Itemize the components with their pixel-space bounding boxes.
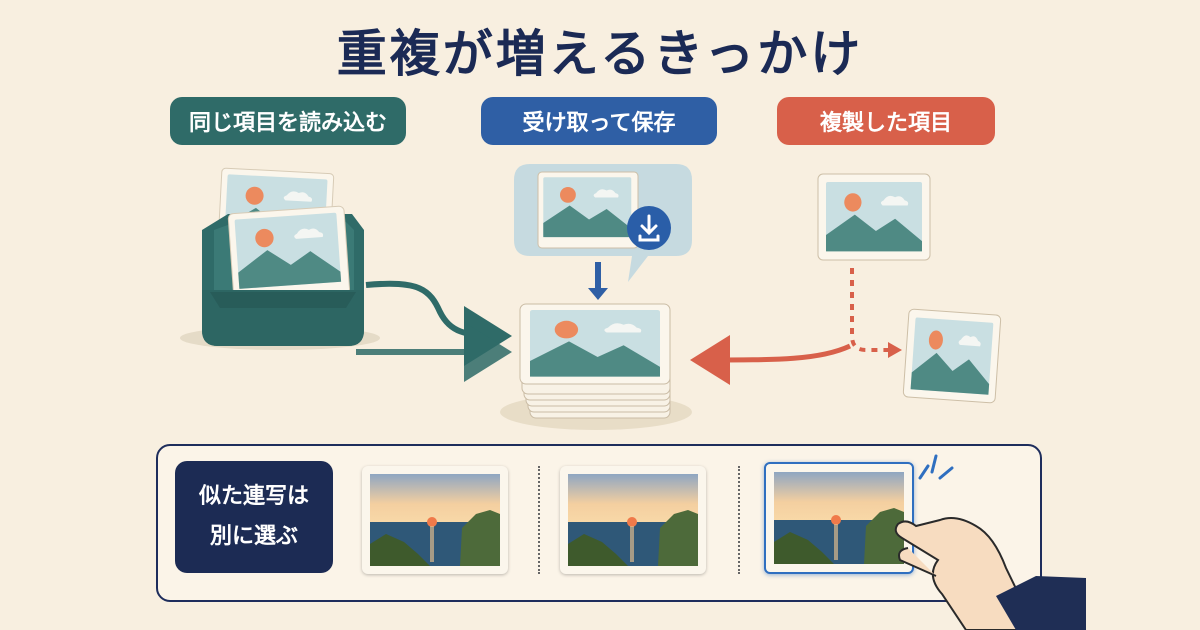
divider <box>538 466 540 574</box>
sunset-photo-icon <box>370 474 500 566</box>
similar-shots-line1: 似た連写は <box>198 484 309 509</box>
label-duplicated-item: 複製した項目 <box>777 97 995 145</box>
label-save-received: 受け取って保存 <box>481 97 717 145</box>
burst-photo-3-selected[interactable] <box>764 462 914 574</box>
hand-icon <box>894 517 1086 630</box>
photo-stack <box>500 303 692 430</box>
sparkle-icon <box>918 454 954 480</box>
duplicated-photo <box>817 173 931 261</box>
tray-icon <box>180 167 380 350</box>
divider <box>738 466 740 574</box>
burst-photo-2[interactable] <box>560 466 706 574</box>
similar-shots-label: 似た連写は 別に選ぶ <box>175 461 333 573</box>
sunset-photo-icon <box>774 472 904 564</box>
duplicated-photo-copy <box>902 308 1002 404</box>
sunset-photo-icon <box>568 474 698 566</box>
similar-shots-line2: 別に選ぶ <box>209 524 298 549</box>
download-icon <box>627 206 671 250</box>
label-import-twice: 同じ項目を読み込む <box>170 97 406 145</box>
burst-photo-1[interactable] <box>362 466 508 574</box>
arrow-icon <box>690 334 852 385</box>
page-title: 重複が増えるきっかけ <box>336 25 864 83</box>
arrow-icon <box>365 280 512 366</box>
received-bubble <box>514 164 692 282</box>
